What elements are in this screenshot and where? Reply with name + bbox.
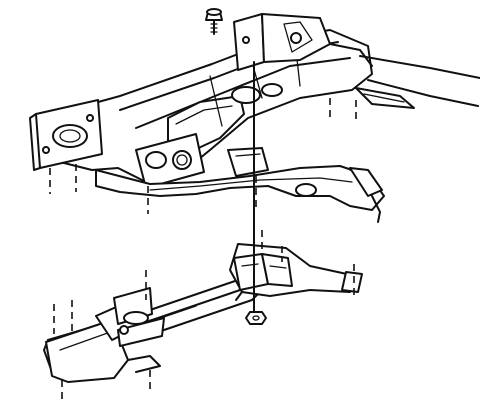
suspension-crossmember — [95, 147, 385, 223]
right-frame-extension — [355, 55, 480, 109]
bolt — [205, 8, 223, 35]
front-frame-bracket — [135, 133, 205, 189]
lower-left-bracket — [45, 287, 165, 383]
upper-mount-tower — [233, 13, 373, 71]
nut — [245, 311, 267, 325]
mounting-bracket — [229, 243, 363, 301]
left-frame-bracket — [29, 99, 103, 171]
alignment-lines — [49, 61, 357, 400]
